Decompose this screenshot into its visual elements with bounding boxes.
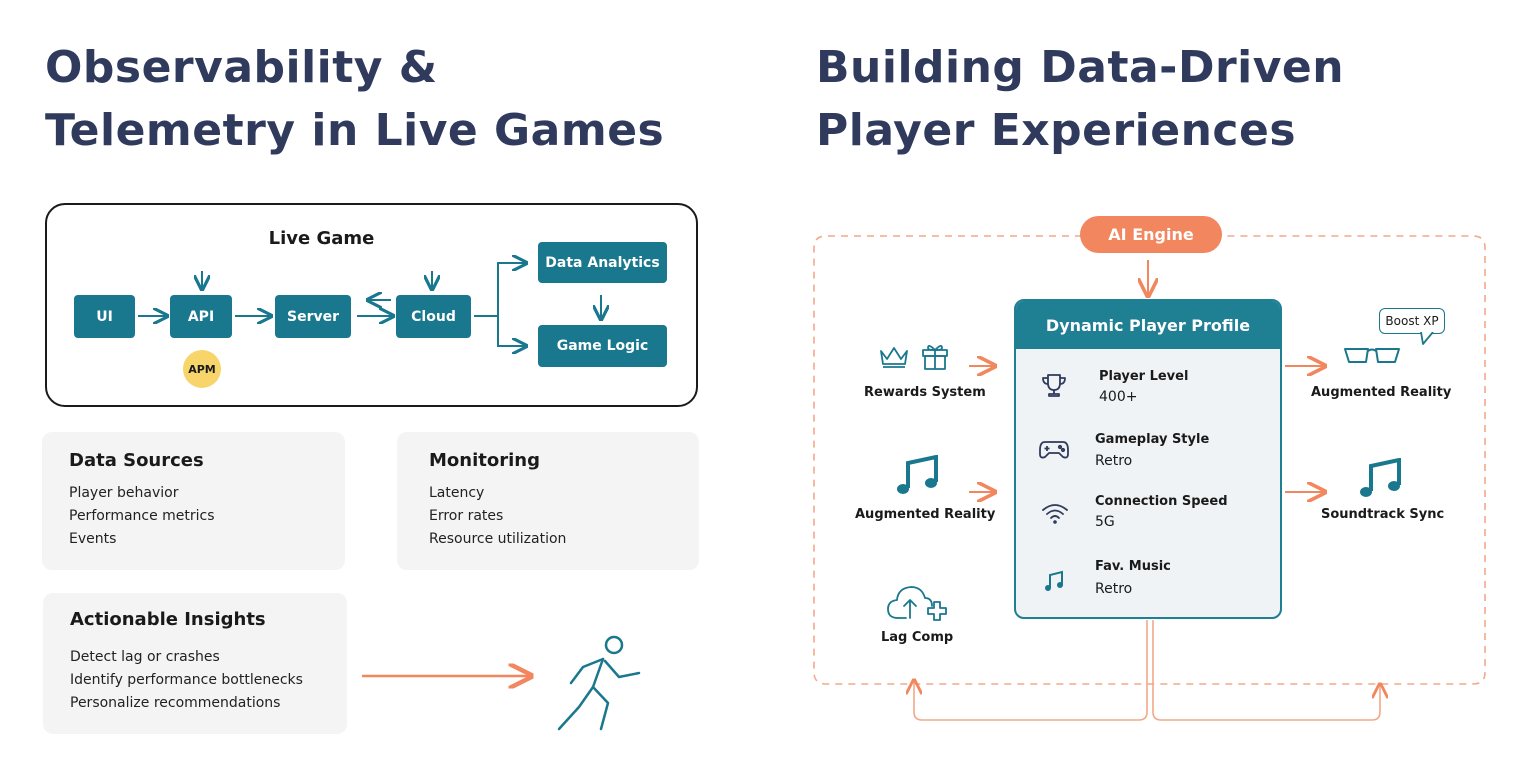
node-api: API — [170, 295, 232, 338]
music-note-icon — [1045, 570, 1063, 591]
node-cloud: Cloud — [396, 295, 471, 338]
list-item: Performance metrics — [69, 508, 215, 524]
list-item: Error rates — [429, 508, 504, 524]
monitoring-list: Latency Error rates Resource utilization — [429, 482, 699, 551]
profile-row-label: Player Level — [1099, 369, 1189, 384]
gamepad-icon — [1039, 441, 1069, 459]
profile-title: Dynamic Player Profile — [1016, 301, 1280, 349]
arrow-cloud-analytics — [474, 263, 526, 317]
live-game-panel — [45, 203, 698, 407]
list-item: Personalize recommendations — [70, 695, 281, 711]
profile-row-value: 400+ — [1099, 389, 1138, 405]
node-ui: UI — [74, 295, 135, 338]
node-data-analytics: Data Analytics — [538, 242, 667, 283]
actionable-insights-title: Actionable Insights — [70, 609, 266, 630]
left-title-line2: Telemetry in Live Games — [45, 105, 665, 156]
data-sources-list: Player behavior Performance metrics Even… — [69, 482, 345, 551]
music-notes-icon — [897, 455, 938, 494]
node-server: Server — [275, 295, 351, 338]
glasses-icon — [1344, 348, 1400, 363]
boost-xp-bubble: Boost XP — [1379, 308, 1445, 334]
profile-row-value: Retro — [1095, 581, 1133, 597]
profile-row-value: 5G — [1095, 514, 1115, 530]
input-augmented-reality: Augmented Reality — [855, 507, 996, 522]
list-item: Resource utilization — [429, 531, 567, 547]
list-item: Detect lag or crashes — [70, 649, 220, 665]
feedback-right — [1152, 620, 1380, 721]
output-soundtrack-sync: Soundtrack Sync — [1321, 507, 1445, 522]
actionable-insights-card: Actionable Insights Detect lag or crashe… — [43, 593, 347, 734]
input-lag-comp: Lag Comp — [881, 630, 954, 645]
gift-icon — [922, 345, 948, 370]
monitoring-card: Monitoring Latency Error rates Resource … — [397, 432, 699, 570]
list-item: Player behavior — [69, 485, 179, 501]
soundtrack-music-icon — [1360, 458, 1401, 497]
list-item: Identify performance bottlenecks — [70, 672, 303, 688]
left-title-line1: Observability & — [45, 42, 438, 93]
crown-icon — [880, 347, 908, 368]
data-sources-card: Data Sources Player behavior Performance… — [42, 432, 345, 570]
live-game-title: Live Game — [268, 228, 375, 249]
dynamic-player-profile: Dynamic Player Profile — [1014, 299, 1282, 619]
list-item: Latency — [429, 485, 485, 501]
monitoring-title: Monitoring — [429, 450, 540, 471]
running-player-icon — [557, 635, 641, 731]
trophy-icon — [1042, 374, 1066, 397]
profile-row-label: Fav. Music — [1095, 559, 1171, 574]
arrow-cloud-gamelogic — [497, 316, 526, 346]
data-sources-title: Data Sources — [69, 450, 204, 471]
ai-engine-pill: AI Engine — [1080, 216, 1222, 253]
list-item: Events — [69, 531, 117, 547]
profile-row-label: Gameplay Style — [1095, 432, 1210, 447]
wifi-icon — [1042, 504, 1068, 524]
apm-badge: APM — [183, 350, 221, 388]
profile-row-value: Retro — [1095, 453, 1133, 469]
actionable-insights-list: Detect lag or crashes Identify performan… — [70, 646, 347, 715]
cloud-upload-icon — [887, 586, 947, 621]
right-title-line2: Player Experiences — [816, 105, 1297, 156]
dashed-loop — [813, 235, 1486, 685]
right-title-line1: Building Data-Driven — [816, 42, 1345, 93]
bubble-tail — [1420, 332, 1434, 345]
profile-row-label: Connection Speed — [1095, 494, 1228, 509]
node-game-logic: Game Logic — [538, 325, 667, 367]
output-augmented-reality: Augmented Reality — [1311, 385, 1452, 400]
feedback-left — [914, 620, 1148, 721]
input-rewards-system: Rewards System — [864, 385, 986, 400]
